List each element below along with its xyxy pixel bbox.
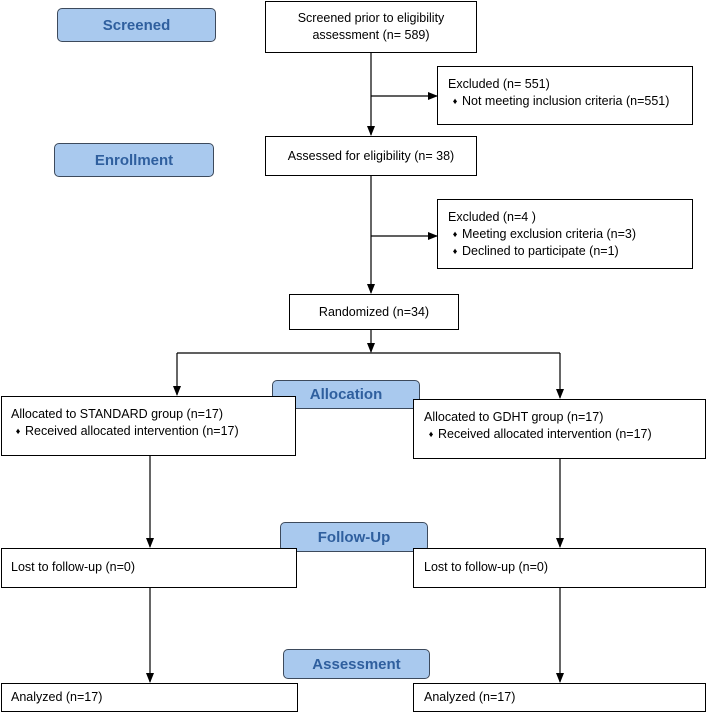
list-item: ♦Not meeting inclusion criteria (n=551) bbox=[448, 93, 684, 110]
bullet-icon: ♦ bbox=[452, 246, 458, 256]
allocation-right-title: Allocated to GDHT group (n=17) bbox=[424, 410, 604, 424]
followup-right-text: Lost to follow-up (n=0) bbox=[424, 560, 549, 574]
analyzed-right-text: Analyzed (n=17) bbox=[424, 690, 516, 704]
list-item: ♦Declined to participate (n=1) bbox=[448, 243, 684, 260]
analyzed-left-box: Analyzed (n=17) bbox=[1, 683, 298, 712]
stage-assessment: Assessment bbox=[283, 649, 430, 679]
bullet-icon: ♦ bbox=[15, 426, 21, 436]
screened-line1: Screened prior to eligibility bbox=[297, 11, 445, 25]
bullet-icon: ♦ bbox=[452, 229, 458, 239]
assessed-box: Assessed for eligibility (n= 38) bbox=[265, 136, 477, 176]
excluded1-list: ♦Not meeting inclusion criteria (n=551) bbox=[448, 93, 684, 110]
excluded1-title: Excluded (n= 551) bbox=[448, 77, 550, 91]
excluded2-box: Excluded (n=4 ) ♦Meeting exclusion crite… bbox=[437, 199, 693, 269]
bullet-icon: ♦ bbox=[428, 429, 434, 439]
excluded2-title: Excluded (n=4 ) bbox=[448, 210, 536, 224]
randomized-box: Randomized (n=34) bbox=[289, 294, 459, 330]
stage-enrollment: Enrollment bbox=[54, 143, 214, 177]
assessed-text: Assessed for eligibility (n= 38) bbox=[287, 148, 455, 163]
followup-left-box: Lost to follow-up (n=0) bbox=[1, 548, 297, 588]
stage-screened: Screened bbox=[57, 8, 216, 42]
stage-followup: Follow-Up bbox=[280, 522, 428, 552]
screened-box: Screened prior to eligibility assessment… bbox=[265, 1, 477, 53]
screened-line2: assessment (n= 589) bbox=[312, 28, 430, 42]
analyzed-left-text: Analyzed (n=17) bbox=[11, 690, 103, 704]
list-item: ♦Meeting exclusion criteria (n=3) bbox=[448, 226, 684, 243]
list-item: ♦Received allocated intervention (n=17) bbox=[424, 426, 697, 443]
excluded1-box: Excluded (n= 551) ♦Not meeting inclusion… bbox=[437, 66, 693, 125]
analyzed-right-box: Analyzed (n=17) bbox=[413, 683, 706, 712]
followup-left-text: Lost to follow-up (n=0) bbox=[11, 560, 136, 574]
allocation-left-box: Allocated to STANDARD group (n=17) ♦Rece… bbox=[1, 396, 296, 456]
allocation-left-list: ♦Received allocated intervention (n=17) bbox=[11, 423, 287, 440]
list-item: ♦Received allocated intervention (n=17) bbox=[11, 423, 287, 440]
excluded2-list: ♦Meeting exclusion criteria (n=3) ♦Decli… bbox=[448, 226, 684, 260]
bullet-icon: ♦ bbox=[452, 96, 458, 106]
allocation-right-list: ♦Received allocated intervention (n=17) bbox=[424, 426, 697, 443]
allocation-left-title: Allocated to STANDARD group (n=17) bbox=[11, 407, 224, 421]
stage-allocation: Allocation bbox=[272, 380, 420, 409]
randomized-text: Randomized (n=34) bbox=[318, 304, 430, 319]
allocation-right-box: Allocated to GDHT group (n=17) ♦Received… bbox=[413, 399, 706, 459]
followup-right-box: Lost to follow-up (n=0) bbox=[413, 548, 706, 588]
